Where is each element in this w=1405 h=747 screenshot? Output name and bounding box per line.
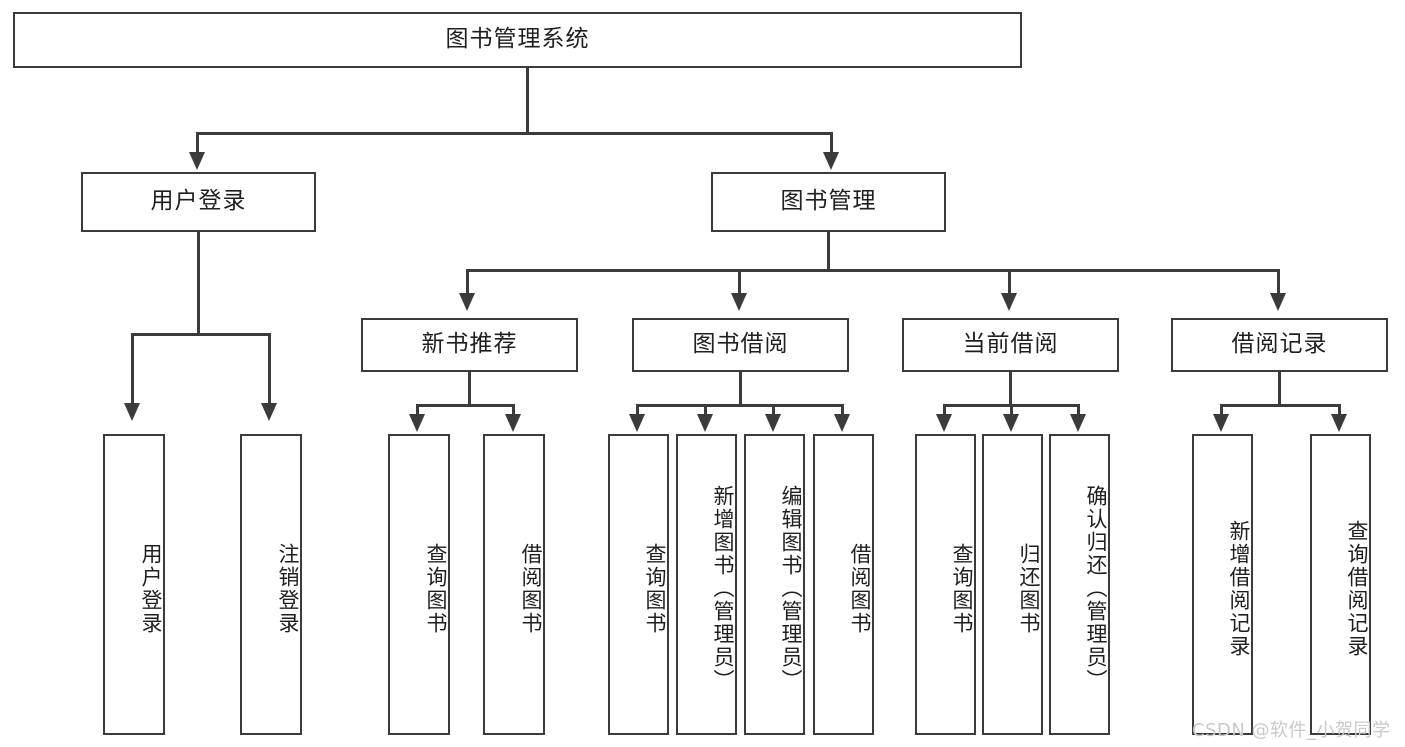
connector-cb-stem	[1009, 372, 1012, 406]
connector-root-to-book-management	[830, 132, 833, 156]
leaf-user-login[interactable]: 用户登录	[103, 434, 165, 735]
leaf-logout-login[interactable]: 注销登录	[240, 434, 302, 735]
connector-nbr-drop-1	[416, 404, 419, 418]
connector-user-login-stem	[197, 232, 200, 335]
leaf-edit-book[interactable]: 编辑图书（管理员）	[744, 434, 805, 735]
leaf-query-book-1[interactable]: 查询图书	[388, 434, 450, 735]
leaf-query-book-3[interactable]: 查询图书	[915, 434, 976, 735]
node-label: 图书管理	[780, 188, 877, 215]
connector-br-drop-1	[1220, 404, 1223, 418]
node-user-login[interactable]: 用户登录	[81, 172, 316, 232]
arrow-to-leaf-logout-login	[261, 403, 277, 421]
arrow-to-leaf-return-book	[1003, 414, 1019, 432]
node-label: 图书管理系统	[445, 26, 590, 53]
node-book-management[interactable]: 图书管理	[711, 172, 946, 232]
node-label: 新增图书（管理员）	[711, 485, 735, 692]
connector-book-management-bar	[466, 269, 1280, 272]
connector-bb-stem	[739, 372, 742, 406]
node-borrow-record[interactable]: 借阅记录	[1171, 318, 1388, 372]
connector-br-stem	[1278, 372, 1281, 406]
arrow-to-leaf-query-book-1	[409, 414, 425, 432]
node-label: 用户登录	[150, 188, 247, 215]
node-label: 归还图书	[1017, 542, 1041, 635]
connector-root-to-user-login	[196, 132, 199, 156]
arrow-to-leaf-query-record	[1331, 414, 1347, 432]
leaf-confirm-return[interactable]: 确认归还（管理员）	[1049, 434, 1110, 735]
connector-cb-drop-3	[1077, 404, 1080, 418]
arrow-to-leaf-add-book	[697, 414, 713, 432]
connector-bb-drop-2	[704, 404, 707, 418]
arrow-to-leaf-borrow-book-2	[834, 414, 850, 432]
connector-bb-drop-3	[772, 404, 775, 418]
connector-bm-drop-4	[1277, 269, 1280, 297]
node-label: 借阅记录	[1231, 331, 1328, 358]
node-label: 用户登录	[139, 542, 163, 635]
node-book-management-system[interactable]: 图书管理系统	[13, 12, 1022, 68]
leaf-query-record[interactable]: 查询借阅记录	[1310, 434, 1371, 735]
node-label: 新增借阅记录	[1227, 519, 1251, 658]
connector-book-management-stem	[827, 232, 830, 271]
connector-bb-bar	[636, 404, 844, 407]
node-label: 借阅图书	[519, 542, 543, 635]
arrow-root-to-user-login	[189, 152, 205, 170]
watermark-text: CSDN @软件_小贺同学	[1192, 720, 1391, 741]
leaf-borrow-book-1[interactable]: 借阅图书	[483, 434, 545, 735]
leaf-return-book[interactable]: 归还图书	[982, 434, 1043, 735]
node-current-borrow[interactable]: 当前借阅	[902, 318, 1119, 372]
connector-cb-drop-2	[1010, 404, 1013, 418]
connector-nbr-bar	[416, 404, 515, 407]
arrow-to-leaf-borrow-book-1	[505, 414, 521, 432]
connector-bm-drop-3	[1008, 269, 1011, 297]
arrow-to-borrow-record	[1270, 293, 1286, 311]
arrow-to-leaf-query-book-3	[936, 414, 952, 432]
leaf-query-book-2[interactable]: 查询图书	[608, 434, 669, 735]
node-new-book-recommend[interactable]: 新书推荐	[361, 318, 578, 372]
connector-br-bar	[1220, 404, 1341, 407]
connector-bm-drop-2	[738, 269, 741, 297]
connector-root-stem	[526, 68, 529, 134]
connector-bb-drop-1	[636, 404, 639, 418]
arrow-to-book-borrow	[731, 293, 747, 311]
arrow-to-leaf-add-record	[1213, 414, 1229, 432]
node-label: 查询借阅记录	[1345, 519, 1369, 658]
arrow-to-leaf-confirm-return	[1070, 414, 1086, 432]
node-book-borrow[interactable]: 图书借阅	[632, 318, 849, 372]
connector-bm-drop-1	[466, 269, 469, 297]
connector-cb-drop-1	[943, 404, 946, 418]
node-label: 注销登录	[276, 542, 300, 635]
node-label: 确认归还（管理员）	[1084, 485, 1108, 692]
node-label: 查询图书	[643, 542, 667, 635]
arrow-to-leaf-user-login	[124, 403, 140, 421]
connector-root-bar	[196, 132, 833, 135]
connector-user-login-bar	[131, 333, 269, 336]
connector-br-drop-2	[1338, 404, 1341, 418]
connector-nbr-stem	[468, 372, 471, 406]
node-label: 当前借阅	[962, 331, 1059, 358]
node-label: 借阅图书	[848, 542, 872, 635]
node-label: 新书推荐	[421, 331, 518, 358]
arrow-root-to-book-management	[823, 152, 839, 170]
connector-user-login-drop-2	[268, 333, 271, 407]
arrow-to-current-borrow	[1001, 293, 1017, 311]
node-label: 编辑图书（管理员）	[779, 485, 803, 692]
leaf-add-book[interactable]: 新增图书（管理员）	[676, 434, 737, 735]
node-label: 查询图书	[950, 542, 974, 635]
leaf-borrow-book-2[interactable]: 借阅图书	[813, 434, 874, 735]
arrow-to-new-book-recommend	[459, 293, 475, 311]
node-label: 查询图书	[424, 542, 448, 635]
leaf-add-record[interactable]: 新增借阅记录	[1192, 434, 1253, 735]
arrow-to-leaf-query-book-2	[629, 414, 645, 432]
arrow-to-leaf-edit-book	[765, 414, 781, 432]
connector-nbr-drop-2	[512, 404, 515, 418]
node-label: 图书借阅	[692, 331, 789, 358]
connector-user-login-drop-1	[131, 333, 134, 407]
connector-bb-drop-4	[841, 404, 844, 418]
